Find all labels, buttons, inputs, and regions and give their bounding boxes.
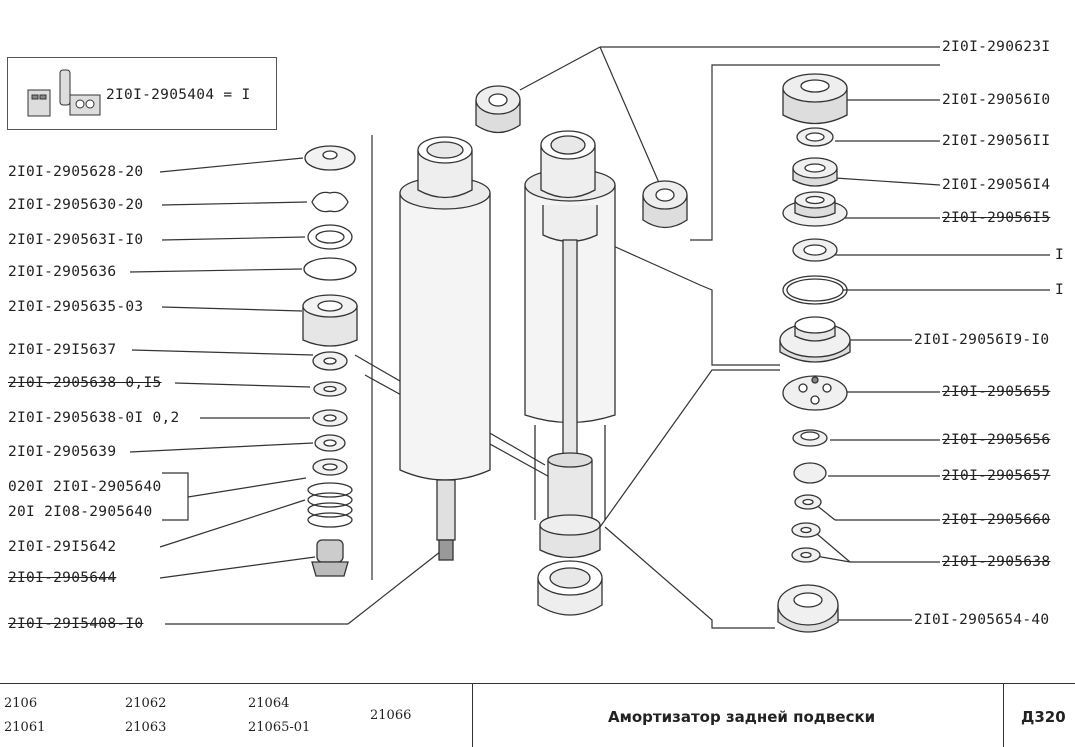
drawing-title: Амортизатор задней подвески [608, 708, 876, 726]
shock-absorber-assembled [399, 136, 491, 561]
model-number: 2106 [4, 696, 38, 711]
part-label: 2I0I-2905638 [942, 554, 1051, 570]
part-label: 2I0I-29056I4 [942, 177, 1051, 193]
washer-2905639 [314, 434, 346, 452]
part-label: 20I 2I08-2905640 [8, 504, 153, 520]
model-number: 21064 [248, 696, 290, 711]
part-label: 2I0I-2905660 [942, 512, 1051, 528]
part-label: 2I0I-29I5637 [8, 342, 117, 358]
oil-seal [792, 238, 838, 262]
housing-2905615 [782, 191, 848, 227]
part-label: 2I0I-2905638-0I 0,2 [8, 410, 180, 426]
model-number: 21063 [125, 720, 167, 735]
compression-valve [777, 584, 839, 633]
part-label: 2I0I-2905656 [942, 432, 1051, 448]
part-label: 2I0I-2905644 [8, 570, 117, 586]
model-number: 21066 [370, 708, 412, 723]
part-label: 2I0I-29I5408-I0 [8, 616, 144, 632]
part-label: 2I0I-29056I5 [942, 210, 1051, 226]
part-label: 2I0I-29056I9-I0 [914, 332, 1050, 348]
part-label: 2I0I-29056I0 [942, 92, 1051, 108]
part-label: 020I 2I0I-2905640 [8, 479, 162, 495]
part-label: I [1055, 282, 1065, 298]
part-label: 2I0I-2905657 [942, 468, 1051, 484]
part-label: 2I0I-2905654-40 [914, 612, 1050, 628]
part-label: 2I0I-2905636 [8, 264, 117, 280]
part-label: 2I0I-290623I [942, 39, 1051, 55]
spring-washer [307, 224, 353, 250]
model-number: 21065-01 [248, 720, 311, 735]
part-label: 2I0I-2905628-20 [8, 164, 144, 180]
shock-absorber-exploded [524, 130, 616, 616]
washer-stack [312, 458, 348, 476]
rubber-bushing-right [642, 180, 688, 229]
repair-kit-box [7, 57, 277, 130]
part-label: 2I0I-2905638 0,I5 [8, 375, 162, 391]
bushing-2905614 [792, 157, 838, 187]
o-ring [782, 275, 848, 305]
washer-2905638-a [791, 522, 821, 538]
piston [782, 73, 848, 125]
model-number: 21061 [4, 720, 46, 735]
part-label: I [1055, 247, 1065, 263]
guide-bushing [302, 294, 358, 347]
washer-top [304, 145, 356, 171]
kit-icon [27, 69, 101, 117]
part-label: 2I0I-290563I-I0 [8, 232, 144, 248]
rubber-bushing-top [475, 85, 521, 134]
part-label: 2I0I-2905635-03 [8, 299, 144, 315]
model-number: 21062 [125, 696, 167, 711]
kit-label: 2I0I-2905404 = I [106, 87, 251, 103]
washer-2905638-b [791, 547, 821, 563]
valve-disc [792, 429, 828, 447]
part-label: 2I0I-2905655 [942, 384, 1051, 400]
washer-015 [313, 381, 347, 397]
seal-ring [796, 127, 834, 147]
cylinder-head [779, 316, 851, 363]
castle-nut [312, 351, 348, 371]
part-label: 2I0I-2905630-20 [8, 197, 144, 213]
valve-nut [311, 539, 349, 577]
star-washer [311, 191, 349, 213]
retaining-ring [303, 257, 357, 281]
part-label: 2I0I-29I5642 [8, 539, 117, 555]
part-label: 2I0I-29056II [942, 133, 1051, 149]
footer-title-block: 2106 21061 21062 21063 21064 21065-01 21… [0, 683, 1075, 747]
drawing-code: Д320 [1021, 708, 1066, 726]
washer-02 [312, 409, 348, 427]
washer-2905660 [794, 494, 822, 510]
valve-spring [307, 482, 353, 528]
part-label: 2I0I-2905639 [8, 444, 117, 460]
exploded-view-drawing [27, 46, 1050, 633]
valve-plate [793, 462, 827, 484]
valve-body [782, 375, 848, 411]
